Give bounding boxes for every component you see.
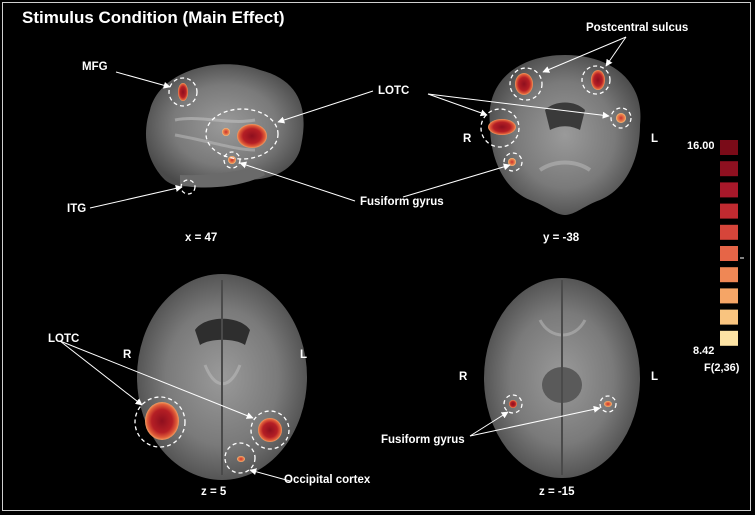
colorbar-swatch bbox=[720, 140, 738, 155]
orient-axial-lower-l: L bbox=[651, 371, 659, 383]
label-occipital: Occipital cortex bbox=[284, 474, 371, 486]
label-lotc-left: LOTC bbox=[48, 333, 80, 345]
colorbar bbox=[720, 140, 738, 346]
label-fusiform-bottom: Fusiform gyrus bbox=[381, 434, 465, 446]
figure-title: Stimulus Condition (Main Effect) bbox=[22, 8, 285, 27]
coronal-activations bbox=[488, 70, 626, 166]
coord-coronal: y = -38 bbox=[543, 232, 580, 244]
label-mfg: MFG bbox=[82, 61, 108, 73]
coord-axial-lower: z = -15 bbox=[539, 486, 575, 498]
colorbar-swatch bbox=[720, 267, 738, 283]
label-postcentral: Postcentral sulcus bbox=[586, 22, 689, 34]
orient-coronal-l: L bbox=[651, 133, 659, 145]
colorbar-swatch bbox=[720, 309, 738, 325]
colorbar-swatch bbox=[720, 288, 738, 304]
sagittal-activations bbox=[178, 83, 267, 164]
colorbar-swatch bbox=[720, 161, 738, 177]
axial-upper-slice bbox=[137, 274, 307, 480]
coronal-circles bbox=[480, 65, 632, 172]
sagittal-slice bbox=[145, 64, 304, 188]
axial-lower-slice bbox=[484, 278, 640, 478]
axial-upper-activations bbox=[145, 402, 282, 462]
axial-lower-circles bbox=[503, 394, 617, 414]
annotation-arrows bbox=[59, 36, 627, 482]
colorbar-min-label: 8.42 bbox=[693, 345, 715, 357]
colorbar-swatch bbox=[720, 224, 738, 240]
orient-axial-lower-r: R bbox=[459, 371, 468, 383]
orient-axial-upper-l: L bbox=[300, 349, 308, 361]
colorbar-swatch bbox=[720, 330, 738, 346]
coord-sagittal: x = 47 bbox=[185, 232, 218, 244]
colorbar-swatch bbox=[720, 246, 738, 261]
axial-lower-activations bbox=[509, 400, 612, 408]
coronal-slice bbox=[489, 55, 641, 215]
colorbar-swatch bbox=[720, 182, 738, 198]
colorbar-max-label: 16.00 bbox=[687, 140, 715, 152]
label-fusiform-top: Fusiform gyrus bbox=[360, 196, 444, 208]
axial-upper-circles bbox=[134, 396, 290, 474]
orient-coronal-r: R bbox=[463, 133, 472, 145]
colorbar-swatch bbox=[720, 203, 738, 219]
label-lotc-top: LOTC bbox=[378, 85, 410, 97]
colorbar-stat-label: F(2,36) bbox=[704, 362, 740, 374]
label-itg: ITG bbox=[67, 203, 87, 215]
orient-axial-upper-r: R bbox=[123, 349, 132, 361]
coord-axial-upper: z = 5 bbox=[201, 486, 227, 498]
